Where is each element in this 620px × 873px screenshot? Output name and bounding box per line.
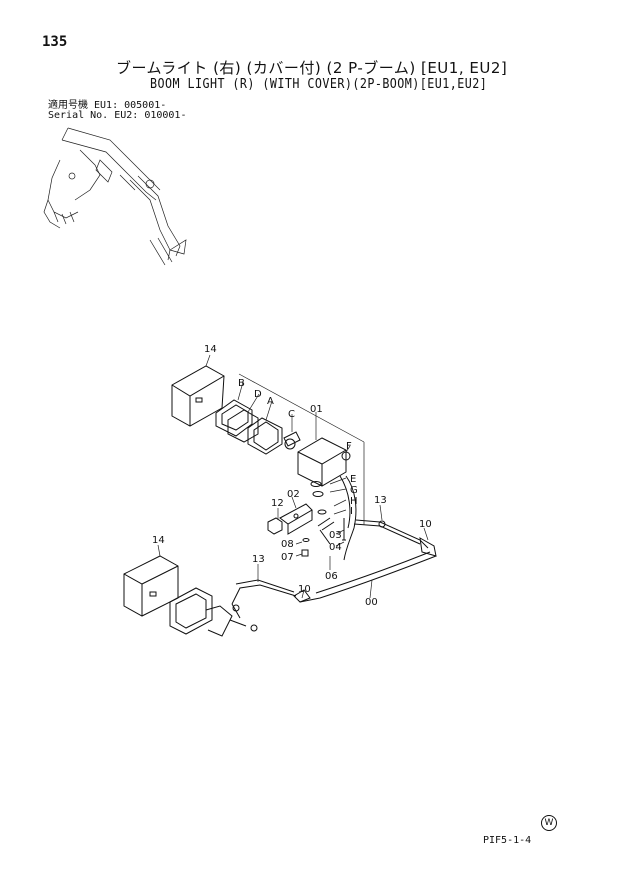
- callout-13-left: 13: [252, 554, 265, 565]
- callout-01: 01: [310, 404, 323, 415]
- fasteners: [301, 481, 346, 557]
- callout-E: E: [350, 474, 356, 485]
- callout-08: 08: [281, 539, 294, 550]
- callout-H: H: [350, 496, 358, 507]
- callout-07: 07: [281, 552, 294, 563]
- callout-I: I: [350, 506, 353, 517]
- bulb: [283, 431, 301, 447]
- callout-G: G: [350, 485, 358, 496]
- footer-code: PIF5-1-4: [483, 835, 532, 846]
- callout-10-right: 10: [419, 519, 432, 530]
- lamp-body: [284, 437, 351, 487]
- harness-loop: [339, 475, 357, 561]
- lamp-lower: [169, 587, 258, 637]
- serial-line-2: Serial No. EU2: 010001-: [48, 110, 187, 121]
- callout-C: C: [288, 409, 295, 420]
- w-mark-icon: W: [541, 815, 557, 831]
- callout-12: 12: [271, 498, 284, 509]
- callout-00: 00: [365, 597, 378, 608]
- title-japanese: ブームライト (右) (カバー付) (2 P-ブーム) [EU1, EU2]: [116, 59, 508, 77]
- callout-F: F: [346, 441, 352, 452]
- excavator-locator-sketch: [43, 127, 187, 266]
- callout-B: B: [238, 378, 245, 389]
- page-number: 135: [42, 34, 68, 50]
- callout-10-left: 10: [298, 584, 311, 595]
- callout-D: D: [254, 389, 262, 400]
- callout-02: 02: [287, 489, 300, 500]
- callout-14-lower: 14: [152, 535, 165, 546]
- bracket: [279, 503, 313, 535]
- callout-03: 03: [329, 530, 342, 541]
- clamp-block: [267, 517, 283, 535]
- callout-04: 04: [329, 542, 342, 553]
- main-harness: [231, 551, 437, 619]
- callout-06: 06: [325, 571, 338, 582]
- callout-A: A: [267, 396, 274, 407]
- lens-rim-parts: [215, 399, 283, 455]
- title-english: BOOM LIGHT (R) (WITH COVER)(2P-BOOM)[EU1…: [150, 77, 488, 92]
- callout-14-upper: 14: [204, 344, 217, 355]
- serial-line-1: 適用号機 EU1: 005001-: [48, 100, 167, 111]
- leader-lines: [237, 373, 429, 599]
- callout-13-right: 13: [374, 495, 387, 506]
